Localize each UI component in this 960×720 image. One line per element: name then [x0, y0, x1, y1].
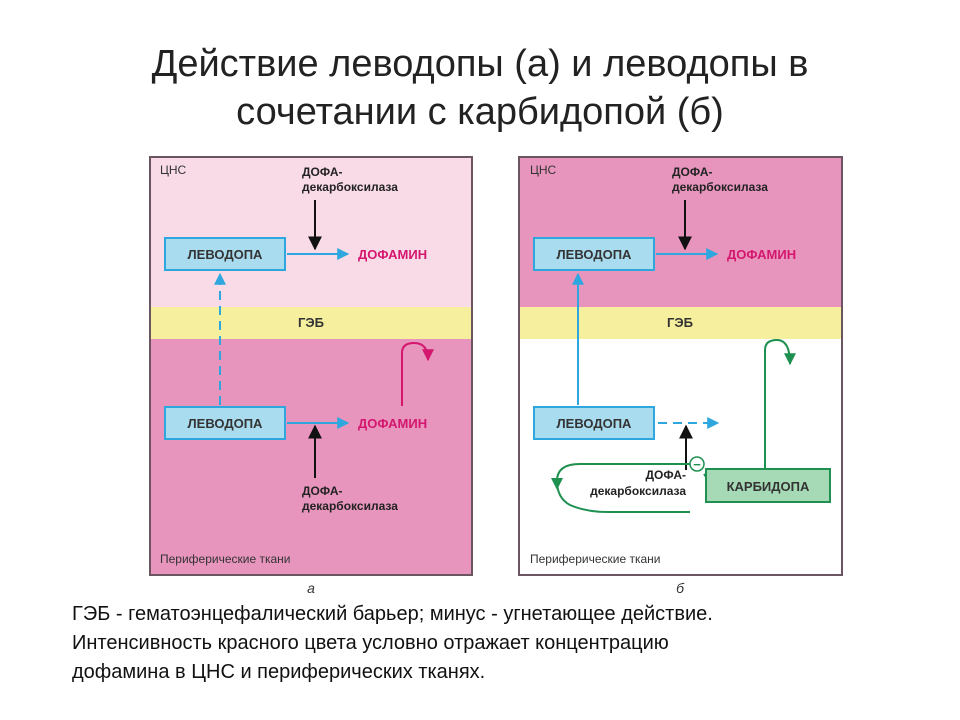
title-line-1: Действие леводопы (а) и леводопы в	[151, 43, 809, 85]
panel-a-peripheral-region	[150, 339, 472, 575]
caption-line-3: дофамина в ЦНС и периферических тканях.	[72, 661, 486, 683]
page-title: Действие леводопы (а) и леводопы в сочет…	[60, 40, 900, 136]
panel-b-levodopa-top-label: ЛЕВОДОПА	[557, 247, 633, 262]
title-line-2: сочетании с карбидопой (б)	[236, 91, 724, 133]
panel-b-peripheral-label: Периферические ткани	[530, 552, 661, 566]
panel-a-levodopa-top-box	[164, 237, 286, 271]
panel-a-frame	[149, 156, 473, 576]
panel-a-peripheral-label: Периферические ткани	[160, 552, 291, 566]
panel-a-cns-label: ЦНС	[160, 163, 187, 177]
panel-a-dopamine-bottom-label: ДОФАМИН	[358, 416, 427, 431]
panel-a-enzyme-bottom-line1: ДОФА-	[302, 484, 343, 498]
panel-b-frame	[518, 156, 843, 576]
panel-a-levodopa-bottom-label: ЛЕВОДОПА	[188, 416, 264, 431]
panel-b-carbidopa-box	[705, 468, 831, 503]
panel-a-enzyme-bottom-line2: декарбоксилаза	[302, 499, 398, 513]
panel-a-levodopa-top-label: ЛЕВОДОПА	[188, 247, 264, 262]
panel-a: ЦНС ДОФА- декарбоксилаза ЛЕВОДОПА ДОФАМИ…	[149, 156, 473, 596]
panel-b-peripheral-region	[519, 339, 842, 575]
panel-b-letter: б	[676, 580, 685, 596]
panel-b-levodopa-bottom-label: ЛЕВОДОПА	[557, 416, 633, 431]
panel-b-enzyme-cycle-arrowhead	[551, 478, 563, 490]
panel-a-bbb-band	[150, 307, 472, 339]
panel-a-enzyme-top-line2: декарбоксилаза	[302, 180, 398, 194]
panel-a-letter: а	[307, 580, 315, 596]
panel-b-bbb-label: ГЭБ	[667, 315, 693, 330]
panel-a-levodopa-bottom-box	[164, 406, 286, 440]
panel-a-peripheral-dopamine-loop	[401, 341, 434, 406]
panel-b-levodopa-top-box	[533, 237, 655, 271]
panel-a-bbb-label: ГЭБ	[298, 315, 324, 330]
panel-b-enzyme-bottom-line2: декарбоксилаза	[590, 484, 686, 498]
panel-b-minus-sign: −	[693, 457, 701, 472]
panel-b-carbidopa-loop	[764, 338, 796, 468]
panel-b-cns-label: ЦНС	[530, 163, 557, 177]
panel-b-enzyme-bottom-line1: ДОФА-	[646, 468, 687, 482]
caption-line-1: ГЭБ - гематоэнцефалический барьер; минус…	[72, 603, 713, 625]
panel-b: ЦНС ДОФА- декарбоксилаза ЛЕВОДОПА ДОФАМИ…	[518, 156, 843, 596]
panel-b-levodopa-bottom-box	[533, 406, 655, 440]
panel-b-dopamine-top-label: ДОФАМИН	[727, 247, 796, 262]
panel-a-enzyme-top-line1: ДОФА-	[302, 165, 343, 179]
panel-b-enzyme-cycle	[555, 463, 690, 513]
panel-b-enzyme-top-line2: декарбоксилаза	[672, 180, 768, 194]
panel-a-cns-region	[150, 157, 472, 307]
caption: ГЭБ - гематоэнцефалический барьер; минус…	[72, 600, 932, 687]
panel-b-minus-badge	[689, 456, 705, 472]
panel-a-dopamine-top-label: ДОФАМИН	[358, 247, 427, 262]
caption-line-2: Интенсивность красного цвета условно отр…	[72, 632, 669, 654]
panel-b-bbb-band	[519, 307, 842, 339]
panel-b-enzyme-top-line1: ДОФА-	[672, 165, 713, 179]
panel-b-carbidopa-label: КАРБИДОПА	[727, 479, 810, 494]
